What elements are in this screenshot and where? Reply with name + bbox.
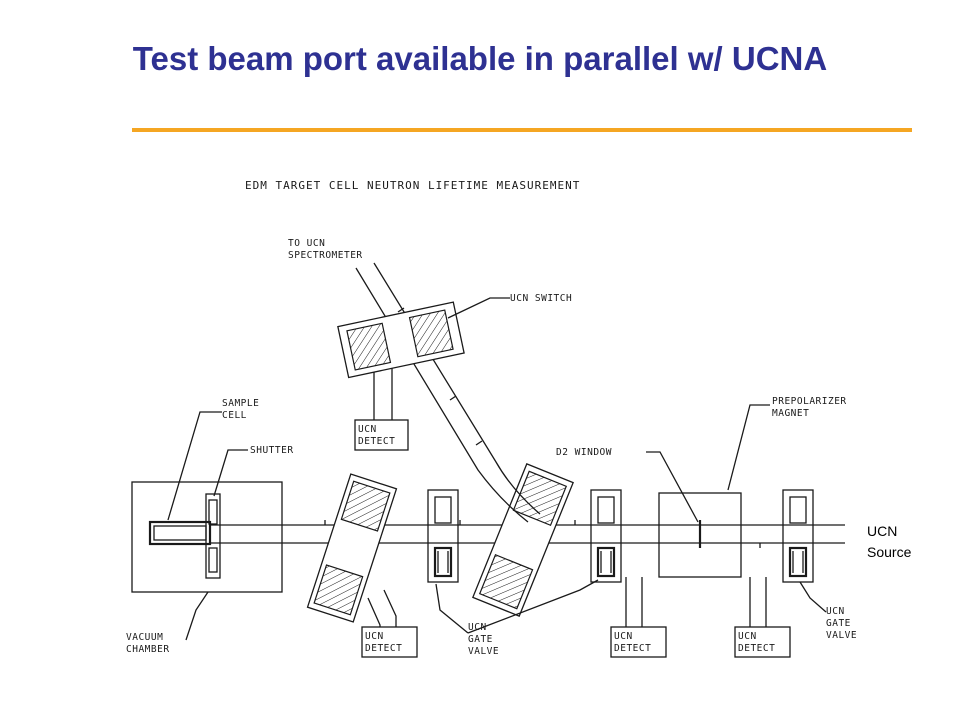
label-detector-center-ucn: UCN (614, 631, 633, 642)
label-shutter: SHUTTER (250, 445, 294, 456)
detector-right (734, 577, 791, 658)
label-spectrometer: SPECTROMETER (288, 250, 363, 261)
label-detector-left-ucn: UCN (365, 631, 384, 642)
leader-lines (167, 297, 827, 641)
slide-title: Test beam port available in parallel w/ … (132, 40, 828, 77)
label-gate-valve: VALVE (468, 646, 499, 657)
diagram-heading: EDM TARGET CELL NEUTRON LIFETIME MEASURE… (245, 179, 580, 192)
vacuum-chamber (131, 481, 283, 593)
title-divider (132, 128, 912, 132)
label-right-gate-valve: VALVE (826, 630, 857, 641)
detector-center (610, 577, 667, 658)
label-d2-window: D2 WINDOW (556, 447, 612, 458)
sample-cell (148, 520, 212, 546)
shutter (205, 493, 221, 579)
detector-left (361, 589, 418, 658)
upper-detector (354, 368, 409, 451)
prepolarizer-magnet (658, 492, 742, 578)
label-right-gate: GATE (826, 618, 851, 629)
ucn-switch (337, 301, 465, 379)
label-to-ucn: TO UCN (288, 238, 325, 249)
label-gate-ucn: UCN (468, 622, 487, 633)
left-switch (306, 473, 398, 623)
label-detector-center-detect: DETECT (614, 643, 651, 654)
right-switch (472, 463, 574, 617)
label-chamber: CHAMBER (126, 644, 170, 655)
label-sample: SAMPLE (222, 398, 259, 409)
label-detector-right-detect: DETECT (738, 643, 775, 654)
label-detector-left-detect: DETECT (365, 643, 402, 654)
label-gate: GATE (468, 634, 493, 645)
label-vacuum: VACUUM (126, 632, 163, 643)
label-cell: CELL (222, 410, 247, 421)
label-upper-ucn: UCN (358, 424, 377, 435)
label-source: Source (867, 544, 912, 560)
spectrometer-guide (355, 262, 541, 523)
label-prepolarizer: PREPOLARIZER (772, 396, 847, 407)
label-upper-detect: DETECT (358, 436, 395, 447)
label-magnet: MAGNET (772, 408, 809, 419)
label-ucn-switch: UCN SWITCH (510, 293, 572, 304)
label-detector-right-ucn: UCN (738, 631, 757, 642)
gate-valve-1 (427, 489, 459, 583)
gate-valve-2 (590, 489, 622, 583)
label-right-gate-ucn: UCN (826, 606, 845, 617)
gate-valve-3 (782, 489, 814, 583)
label-source-ucn: UCN (867, 523, 897, 539)
